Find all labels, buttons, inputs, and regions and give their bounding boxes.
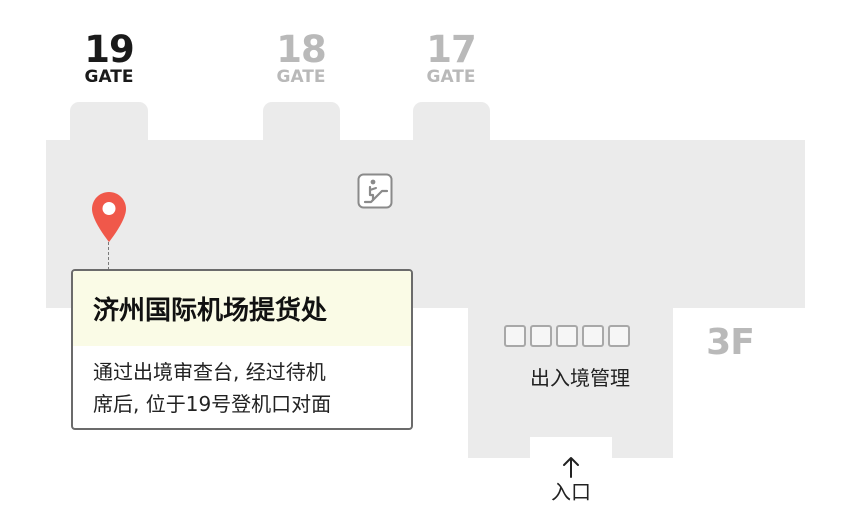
pin-connector-line — [108, 242, 109, 270]
booth-icon — [530, 325, 552, 347]
gate-word: GATE — [276, 67, 326, 87]
location-pin-icon[interactable] — [90, 190, 128, 246]
booth-icon — [608, 325, 630, 347]
booth-icon — [504, 325, 526, 347]
entrance-label: 入口 — [551, 480, 591, 504]
gate-17-label[interactable]: 17 GATE — [406, 28, 496, 87]
gate-word: GATE — [426, 67, 476, 87]
gate-number: 19 — [84, 28, 135, 71]
immigration-label: 出入境管理 — [530, 366, 630, 390]
immigration-area-left-leg — [468, 430, 530, 458]
arrow-up-icon — [563, 457, 579, 478]
callout-description-line: 通过出境审查台, 经过待机 — [93, 360, 326, 384]
callout-description-line: 席后, 位于19号登机口对面 — [93, 392, 332, 416]
gate-number: 17 — [426, 28, 477, 71]
entrance-marker[interactable]: 入口 — [530, 455, 612, 505]
gate-18-label[interactable]: 18 GATE — [256, 28, 346, 87]
gate-word: GATE — [84, 67, 134, 87]
location-callout: 济州国际机场提货处 通过出境审查台, 经过待机 席后, 位于19号登机口对面 — [71, 269, 413, 430]
callout-title: 济州国际机场提货处 — [73, 271, 411, 346]
gate-19-label[interactable]: 19 GATE — [64, 28, 154, 87]
immigration-area — [468, 300, 673, 437]
gate-18-jetway — [263, 102, 340, 150]
immigration-booths — [504, 325, 630, 347]
immigration-area-right-leg — [612, 430, 673, 458]
booth-icon — [556, 325, 578, 347]
booth-icon — [582, 325, 604, 347]
gate-number: 18 — [276, 28, 327, 71]
callout-description: 通过出境审查台, 经过待机 席后, 位于19号登机口对面 — [73, 346, 411, 420]
escalator-icon — [357, 173, 393, 209]
gate-19-jetway — [70, 102, 148, 150]
floor-label: 3F — [706, 322, 755, 363]
gate-17-jetway — [413, 102, 490, 150]
